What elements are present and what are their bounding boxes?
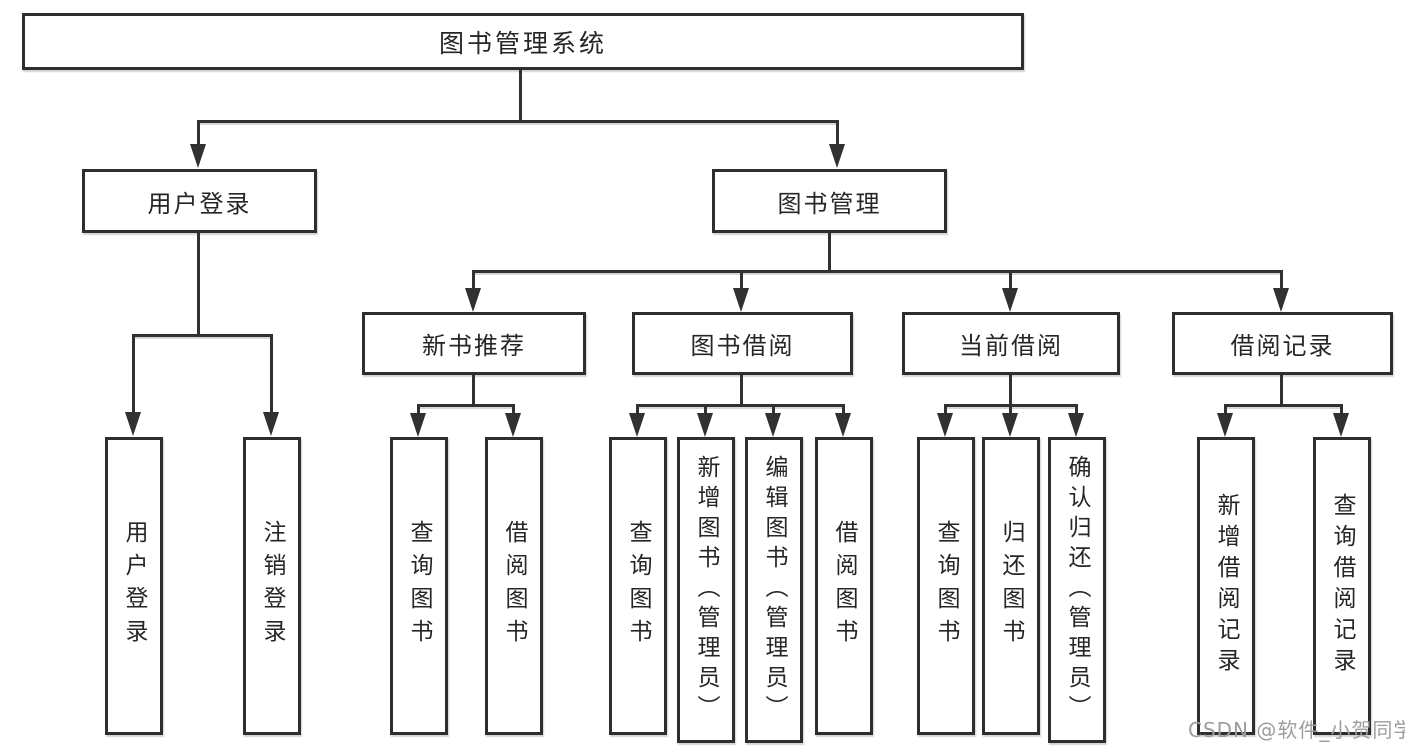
arrowhead-down-icon — [465, 288, 481, 312]
connector-line — [1224, 404, 1227, 416]
leaf-label: 查询图书 — [625, 520, 651, 652]
connector-line — [472, 270, 1283, 273]
csdn-watermark: CSDN @软件_小贺同学 — [1188, 718, 1405, 742]
connector-line — [842, 404, 845, 416]
connector-line — [772, 404, 775, 416]
connector-line — [270, 334, 273, 414]
leaf-label: 新增图书（管理员） — [693, 455, 719, 725]
connector-line — [472, 270, 475, 292]
connector-line — [828, 233, 831, 273]
connector-line — [197, 120, 839, 123]
connector-line — [197, 120, 200, 148]
arrowhead-down-icon — [410, 413, 426, 437]
node-label: 当前借阅 — [959, 332, 1063, 360]
node-label: 图书借阅 — [690, 332, 795, 360]
arrowhead-down-icon — [1333, 413, 1349, 437]
leaf-label: 查询图书 — [933, 520, 959, 652]
leaf-label: 借阅图书 — [501, 520, 527, 652]
arrowhead-down-icon — [629, 413, 645, 437]
node-borrowing-records: 借阅记录 — [1172, 312, 1393, 375]
arrowhead-down-icon — [733, 288, 749, 312]
connector-line — [1009, 375, 1012, 407]
leaf-user-login: 用户登录 — [105, 437, 163, 735]
connector-line — [1009, 270, 1012, 292]
connector-line — [197, 233, 200, 337]
connector-line — [740, 270, 743, 292]
leaf-label: 归还图书 — [998, 520, 1024, 652]
arrowhead-down-icon — [1273, 288, 1289, 312]
node-label: 借阅记录 — [1230, 332, 1335, 360]
leaf-label: 注销登录 — [259, 520, 285, 652]
arrowhead-down-icon — [505, 413, 521, 437]
node-book-borrowing: 图书借阅 — [632, 312, 853, 375]
leaf-label: 新增借阅记录 — [1213, 493, 1239, 679]
connector-line — [636, 404, 845, 407]
leaf-return-books: 归还图书 — [982, 437, 1040, 735]
arrowhead-down-icon — [125, 412, 141, 436]
leaf-label: 确认归还（管理员） — [1064, 455, 1090, 725]
node-user-login: 用户登录 — [82, 169, 317, 233]
connector-line — [944, 404, 947, 416]
connector-line — [519, 70, 522, 123]
leaf-logout: 注销登录 — [243, 437, 301, 735]
node-label: 新书推荐 — [422, 332, 526, 360]
leaf-add-borrow-record: 新增借阅记录 — [1197, 437, 1255, 735]
leaf-confirm-return-admin: 确认归还（管理员） — [1048, 437, 1106, 743]
arrowhead-down-icon — [1068, 413, 1084, 437]
leaf-borrow-books-recommend: 借阅图书 — [485, 437, 543, 735]
node-root-library-system: 图书管理系统 — [22, 13, 1024, 70]
connector-line — [1280, 270, 1283, 292]
node-label: 图书管理 — [777, 189, 882, 218]
arrowhead-down-icon — [1002, 413, 1018, 437]
connector-line — [472, 375, 475, 407]
arrowhead-down-icon — [1217, 413, 1233, 437]
leaf-add-books-admin: 新增图书（管理员） — [677, 437, 735, 743]
leaf-query-books-recommend: 查询图书 — [390, 437, 448, 735]
connector-line — [1280, 375, 1283, 407]
arrowhead-down-icon — [829, 144, 845, 168]
node-label: 图书管理系统 — [438, 28, 607, 58]
leaf-query-books-current: 查询图书 — [917, 437, 975, 735]
leaf-edit-books-admin: 编辑图书（管理员） — [745, 437, 803, 743]
connector-line — [1075, 404, 1078, 416]
leaf-label: 查询图书 — [406, 520, 432, 652]
connector-line — [1340, 404, 1343, 416]
leaf-borrow-books: 借阅图书 — [815, 437, 873, 735]
arrowhead-down-icon — [937, 413, 953, 437]
node-book-management: 图书管理 — [712, 169, 947, 233]
arrowhead-down-icon — [835, 413, 851, 437]
connector-line — [836, 120, 839, 148]
node-current-borrowing: 当前借阅 — [902, 312, 1120, 375]
connector-line — [417, 404, 420, 416]
connector-line — [132, 334, 273, 337]
connector-line — [636, 404, 639, 416]
connector-line — [512, 404, 515, 416]
leaf-query-books-borrow: 查询图书 — [609, 437, 667, 735]
leaf-query-borrow-record: 查询借阅记录 — [1313, 437, 1371, 735]
leaf-label: 借阅图书 — [831, 520, 857, 652]
connector-line — [132, 334, 135, 414]
connector-line — [704, 404, 707, 416]
arrowhead-down-icon — [1002, 288, 1018, 312]
node-new-book-recommendation: 新书推荐 — [362, 312, 586, 375]
connector-line — [740, 375, 743, 407]
connector-line — [1224, 404, 1342, 407]
leaf-label: 用户登录 — [121, 520, 147, 652]
arrowhead-down-icon — [263, 412, 279, 436]
connector-line — [1009, 404, 1012, 416]
connector-line — [417, 404, 515, 407]
arrowhead-down-icon — [190, 144, 206, 168]
leaf-label: 查询借阅记录 — [1329, 493, 1355, 679]
arrowhead-down-icon — [697, 413, 713, 437]
arrowhead-down-icon — [765, 413, 781, 437]
leaf-label: 编辑图书（管理员） — [761, 455, 787, 725]
node-label: 用户登录 — [147, 189, 252, 218]
